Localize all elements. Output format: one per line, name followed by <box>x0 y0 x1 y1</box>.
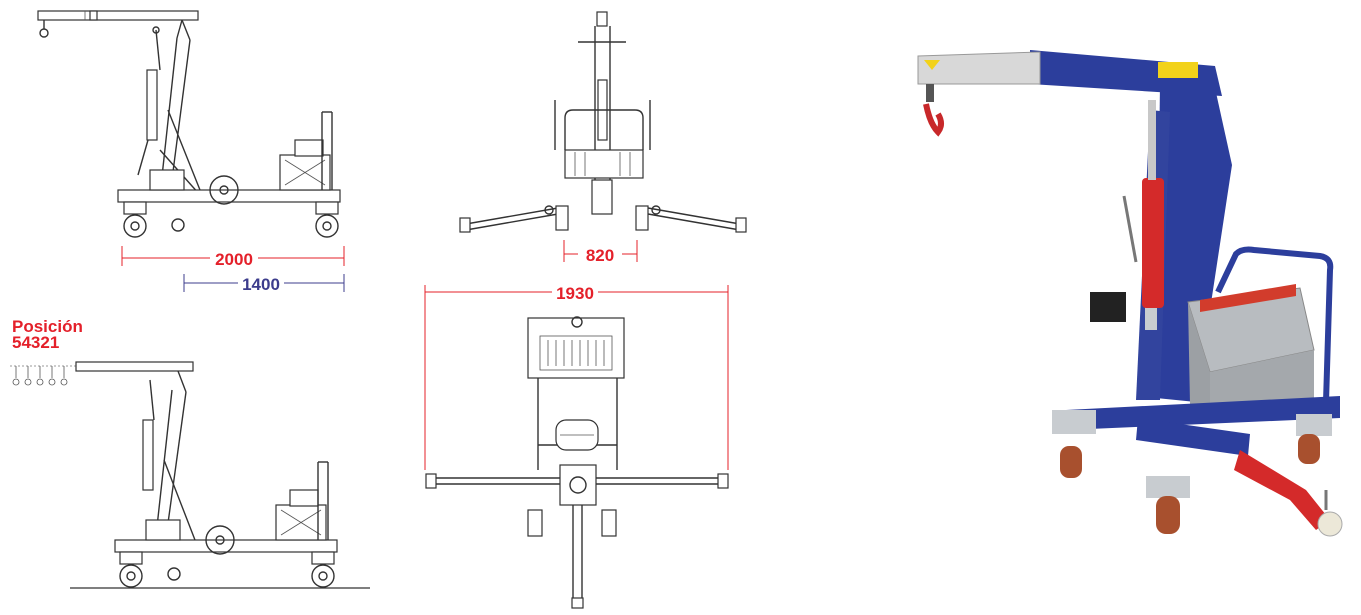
dimension-label-1930: 1930 <box>556 284 594 303</box>
dimension-1400: 1400 <box>183 274 345 294</box>
boom-position-hooks <box>10 365 78 386</box>
dimension-label-2000: 2000 <box>215 250 253 269</box>
dimension-820: 820 <box>563 240 638 265</box>
crane-photo <box>917 50 1343 537</box>
top-view-drawing <box>425 316 729 609</box>
position-title: Posición <box>12 317 83 336</box>
front-view-drawing <box>459 11 747 233</box>
dimension-2000: 2000 <box>121 246 345 269</box>
position-numbers: 54321 <box>12 333 59 352</box>
dimension-label-820: 820 <box>586 246 614 265</box>
dimension-label-1400: 1400 <box>242 275 280 294</box>
side-view-drawing-2 <box>70 361 370 589</box>
boom-positions-label: Posición 54321 <box>12 317 83 352</box>
side-view-drawing <box>37 10 341 238</box>
dimension-1930: 1930 <box>424 284 729 470</box>
